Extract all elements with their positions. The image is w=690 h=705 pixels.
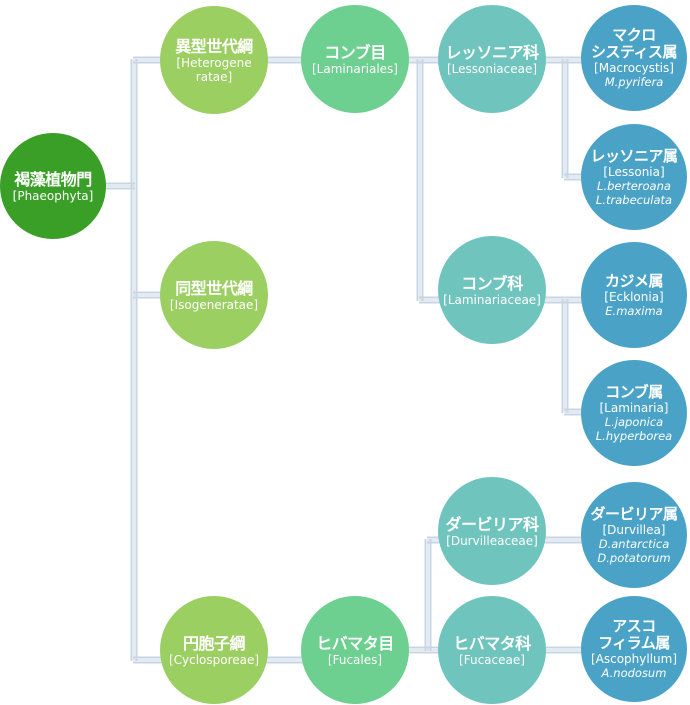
node-latin: [Cyclosporeae] <box>168 652 260 667</box>
node-species: E.maxima <box>605 303 663 318</box>
node-family-fucaceae: ヒバマタ科 [Fucaceae] <box>438 596 546 704</box>
node-species: L.japonica L.hyperborea <box>595 414 673 443</box>
node-order-laminariales: コンブ目 [Laminariales] <box>301 5 409 113</box>
node-name: 円胞子綱 <box>182 633 246 653</box>
node-genus-ecklonia: カジメ属 [Ecklonia] E.maxima <box>581 242 687 348</box>
node-name: 褐藻植物門 <box>14 169 92 189</box>
node-name: ダービリア属 <box>590 504 678 523</box>
node-class-cyclosporeae: 円胞子綱 [Cyclosporeae] <box>160 596 268 704</box>
node-name: マクロ システィス属 <box>590 26 678 61</box>
node-latin: [Laminaria] <box>599 400 669 415</box>
node-latin: [Macrocystis] <box>594 61 674 75</box>
node-name: カジメ属 <box>604 271 664 290</box>
node-latin: [Laminariales] <box>312 61 398 76</box>
node-species: M.pyrifera <box>604 75 664 89</box>
node-latin: [Fucaceae] <box>459 652 525 667</box>
node-family-laminariaceae: コンブ科 [Laminariaceae] <box>438 236 546 344</box>
node-genus-macrocystis: マクロ システィス属 [Macrocystis] M.pyrifera <box>581 5 687 111</box>
node-order-fucales: ヒバマタ目 [Fucales] <box>301 596 409 704</box>
node-name: 同型世代綱 <box>175 278 253 298</box>
node-latin: [Heterogene ratae] <box>176 55 252 84</box>
node-latin: [Lessoniaceae] <box>446 61 538 76</box>
node-class-isogeneratae: 同型世代綱 [Isogeneratae] <box>160 241 268 349</box>
node-family-durvilleaceae: ダービリア科 [Durvilleaceae] <box>438 477 546 585</box>
node-name: ダービリア科 <box>445 514 539 534</box>
node-family-lessoniaceae: レッソニア科 [Lessoniaceae] <box>438 5 546 113</box>
node-name: ヒバマタ目 <box>316 633 394 653</box>
node-latin: [Fucales] <box>327 652 383 667</box>
node-latin: [Durvillea] <box>602 522 666 537</box>
node-name: コンブ科 <box>461 273 523 293</box>
node-genus-lessonia: レッソニア属 [Lessonia] L.berteroana L.trabecu… <box>581 124 687 230</box>
node-latin: [Lessonia] <box>603 164 665 179</box>
node-genus-durvillea: ダービリア属 [Durvillea] D.antarctica D.potato… <box>581 482 687 588</box>
node-genus-ascophyllum: アスコ フィラム属 [Ascophyllum] A.nodosum <box>581 596 687 702</box>
node-name: コンブ目 <box>324 42 386 62</box>
node-genus-laminaria: コンブ属 [Laminaria] L.japonica L.hyperborea <box>581 360 687 466</box>
node-latin: [Isogeneratae] <box>169 297 259 312</box>
node-name: 異型世代綱 <box>175 36 253 56</box>
node-name: レッソニア科 <box>445 42 539 62</box>
node-species: L.berteroana L.trabeculata <box>595 178 673 207</box>
node-name: ヒバマタ科 <box>453 633 531 653</box>
node-name: アスコ フィラム属 <box>598 617 670 652</box>
node-latin: [Phaeophyta] <box>12 188 94 203</box>
node-species: D.antarctica D.potatorum <box>597 536 671 565</box>
node-latin: [Laminariaceae] <box>443 292 541 307</box>
node-name: レッソニア属 <box>590 146 678 165</box>
node-phylum-phaeophyta: 褐藻植物門 [Phaeophyta] <box>0 133 106 239</box>
node-species: A.nodosum <box>601 666 667 680</box>
node-latin: [Durvilleaceae] <box>446 533 538 548</box>
node-latin: [Ascophyllum] <box>590 652 678 666</box>
node-latin: [Ecklonia] <box>604 289 664 304</box>
node-class-heterogeneratae: 異型世代綱 [Heterogene ratae] <box>160 6 268 114</box>
node-name: コンブ属 <box>605 382 663 401</box>
